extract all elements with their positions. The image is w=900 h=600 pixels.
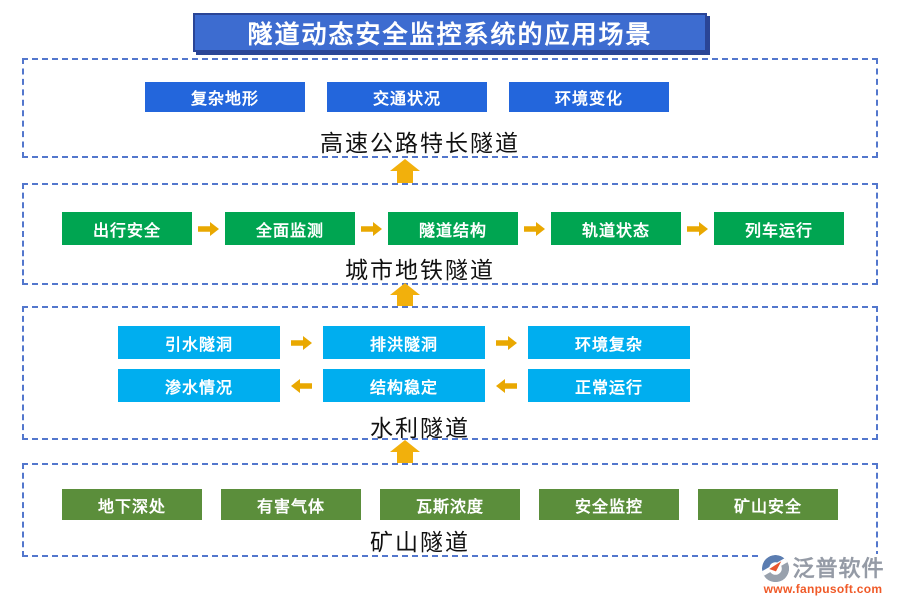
up-arrow-icon xyxy=(390,440,420,464)
logo-url: www.fanpusoft.com xyxy=(763,582,883,597)
mine-node-row: 地下深处 有害气体 瓦斯浓度 安全监控 矿山安全 xyxy=(62,489,838,520)
node-seepage-condition: 渗水情况 xyxy=(118,369,280,402)
right-arrow-icon xyxy=(361,221,382,236)
water-node-row-top: 引水隧洞 排洪隧洞 环境复杂 xyxy=(118,326,690,359)
node-traffic-condition: 交通状况 xyxy=(327,82,487,112)
section-label-water: 水利隧道 xyxy=(370,416,470,441)
node-complex-terrain: 复杂地形 xyxy=(145,82,305,112)
up-arrow-icon xyxy=(390,283,420,307)
right-arrow-icon xyxy=(687,221,708,236)
logo-text: 泛普软件 xyxy=(792,556,885,582)
section-highway-tunnel: 复杂地形 交通状况 环境变化 高速公路特长隧道 xyxy=(22,58,878,158)
node-harmful-gas: 有害气体 xyxy=(221,489,361,520)
page-title: 隧道动态安全监控系统的应用场景 xyxy=(193,13,707,52)
right-arrow-icon xyxy=(496,335,517,350)
node-train-operation: 列车运行 xyxy=(714,212,844,245)
water-node-row-bottom: 渗水情况 结构稳定 正常运行 xyxy=(118,369,690,402)
section-label-metro: 城市地铁隧道 xyxy=(345,258,495,283)
left-arrow-icon xyxy=(291,378,312,393)
node-flood-discharge-tunnel: 排洪隧洞 xyxy=(323,326,485,359)
node-structural-stability: 结构稳定 xyxy=(323,369,485,402)
node-diversion-tunnel: 引水隧洞 xyxy=(118,326,280,359)
section-label-highway: 高速公路特长隧道 xyxy=(320,131,520,156)
metro-node-row: 出行安全 全面监测 隧道结构 轨道状态 列车运行 xyxy=(62,212,844,245)
right-arrow-icon xyxy=(198,221,219,236)
section-metro-tunnel: 出行安全 全面监测 隧道结构 轨道状态 列车运行 城市地铁隧道 xyxy=(22,183,878,285)
node-full-monitoring: 全面监测 xyxy=(225,212,355,245)
fanpu-logo: 泛普软件 www.fanpusoft.com xyxy=(758,554,888,596)
node-gas-concentration: 瓦斯浓度 xyxy=(380,489,520,520)
node-environment-change: 环境变化 xyxy=(509,82,669,112)
node-normal-operation: 正常运行 xyxy=(528,369,690,402)
right-arrow-icon xyxy=(291,335,312,350)
node-travel-safety: 出行安全 xyxy=(62,212,192,245)
left-arrow-icon xyxy=(496,378,517,393)
node-tunnel-structure: 隧道结构 xyxy=(388,212,518,245)
node-deep-underground: 地下深处 xyxy=(62,489,202,520)
section-label-mine: 矿山隧道 xyxy=(370,530,470,555)
node-track-status: 轨道状态 xyxy=(551,212,681,245)
fanpu-logo-row: 泛普软件 xyxy=(761,554,884,583)
fanpu-logo-icon xyxy=(762,555,790,583)
highway-node-row: 复杂地形 交通状况 环境变化 xyxy=(145,82,669,112)
node-complex-environment: 环境复杂 xyxy=(528,326,690,359)
right-arrow-icon xyxy=(524,221,545,236)
node-mine-safety: 矿山安全 xyxy=(698,489,838,520)
section-mine-tunnel: 地下深处 有害气体 瓦斯浓度 安全监控 矿山安全 矿山隧道 xyxy=(22,463,878,557)
section-water-tunnel: 引水隧洞 排洪隧洞 环境复杂 渗水情况 结构稳定 正常运行 水利隧道 xyxy=(22,306,878,441)
node-safety-monitoring: 安全监控 xyxy=(539,489,679,520)
up-arrow-icon xyxy=(390,159,420,183)
